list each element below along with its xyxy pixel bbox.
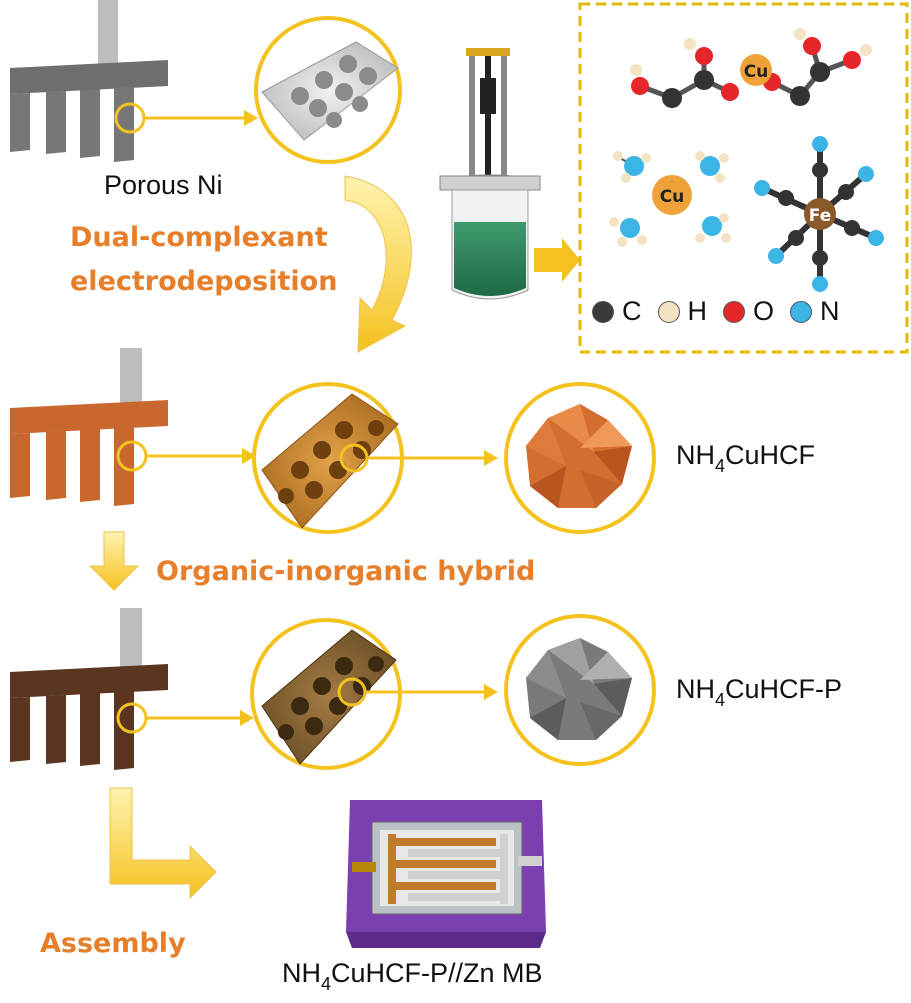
product-battery-sub: 4 — [321, 974, 332, 994]
legend-label-c: C — [622, 296, 642, 326]
cuhcf-p-porous-block — [261, 629, 397, 765]
citrate-cu-molecule — [630, 28, 872, 108]
product-label-cuhcf-p: NH4CuHCF-P — [676, 674, 843, 710]
legend-item-o: O — [723, 296, 774, 327]
step1-label-line2: electrodeposition — [70, 266, 338, 297]
connector-cuhcf-p-1-head — [240, 710, 254, 726]
legend-dot-c — [592, 300, 614, 323]
product-cuhcf-sub: 4 — [715, 456, 726, 476]
ni-porous-block — [261, 41, 399, 141]
product-cuhcf-suffix: CuHCF — [725, 440, 816, 470]
legend-label-n: N — [820, 296, 840, 326]
product-label-battery: NH4CuHCF-P//Zn MB — [282, 958, 543, 994]
step1-label-line1: Dual-complexant — [70, 222, 328, 253]
connector-cuhcf-2-head — [484, 450, 498, 466]
cuhcf-porous-block — [261, 393, 399, 529]
ferricyanide-complex — [754, 136, 884, 292]
product-label-cuhcf: NH4CuHCF — [676, 440, 816, 476]
product-cuhcf-prefix: NH — [676, 440, 715, 470]
legend-item-h: H — [657, 296, 708, 327]
legend-item-c: C — [592, 296, 642, 327]
electrochemical-cell — [439, 48, 541, 300]
down-arrow — [88, 531, 140, 591]
legend-item-n: N — [790, 296, 840, 327]
cuhcf-electrode — [10, 348, 168, 506]
product-cuhcf-p-sub: 4 — [715, 690, 726, 710]
assembly-arrow — [109, 787, 217, 900]
curved-arrow-down — [344, 175, 412, 353]
legend-dot-n — [790, 300, 813, 323]
cu-label-ammine: Cu — [660, 187, 685, 207]
connector-cuhcf-1-head — [242, 448, 256, 464]
product-cuhcf-p-suffix: CuHCF-P — [725, 674, 843, 704]
step3-label: Assembly — [40, 928, 186, 959]
cuhcf-crystal — [526, 404, 632, 508]
atom-legend: C H O N — [592, 296, 846, 327]
cu-label-citrate: Cu — [744, 62, 769, 82]
porous-ni-electrode — [10, 0, 168, 162]
product-battery-suffix: CuHCF-P//Zn MB — [331, 958, 543, 988]
legend-label-o: O — [753, 296, 775, 326]
cell-to-box-arrow — [534, 238, 580, 282]
product-cuhcf-p-prefix: NH — [676, 674, 715, 704]
porous-ni-label: Porous Ni — [104, 170, 223, 200]
connector-cuhcf-p-2-head — [484, 684, 498, 700]
cuhcf-p-electrode — [10, 608, 168, 770]
fe-label: Fe — [809, 206, 831, 226]
step2-label: Organic-inorganic hybrid — [156, 556, 536, 587]
micro-battery-device — [346, 800, 546, 948]
legend-dot-h — [657, 300, 680, 323]
product-battery-prefix: NH — [282, 958, 321, 988]
connector-ni-head — [244, 110, 258, 126]
cuhcf-p-crystal — [526, 638, 632, 740]
legend-dot-o — [723, 300, 745, 323]
cu-ammine-complex — [609, 151, 731, 247]
legend-label-h: H — [687, 296, 708, 326]
